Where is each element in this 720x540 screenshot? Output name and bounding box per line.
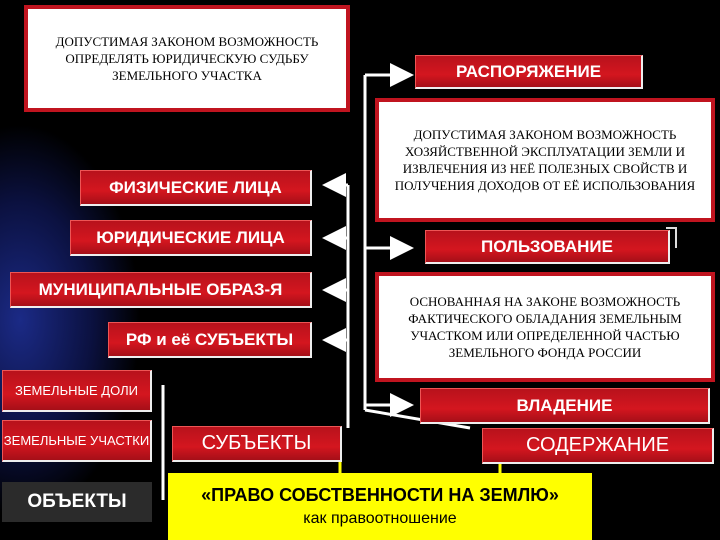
object-land-plots: ЗЕМЕЛЬНЫЕ УЧАСТКИ xyxy=(2,420,152,462)
subjects-label: СУБЪЕКТЫ xyxy=(201,432,312,454)
subject-legal-label: ЮРИДИЧЕСКИЕ ЛИЦА xyxy=(96,227,285,247)
subject-rf-label: РФ и её СУБЪЕКТЫ xyxy=(125,329,294,349)
use-box: ПОЛЬЗОВАНИЕ xyxy=(425,230,670,264)
disposal-description-text: ДОПУСТИМАЯ ЗАКОНОМ ВОЗМОЖНОСТЬ ОПРЕДЕЛЯТ… xyxy=(55,34,319,83)
subject-physical-label: ФИЗИЧЕСКИЕ ЛИЦА xyxy=(109,177,282,197)
subject-municipalities: МУНИЦИПАЛЬНЫЕ ОБРАЗ-Я xyxy=(10,272,312,308)
bottom-title-box: «ПРАВО СОБСТВЕННОСТИ НА ЗЕМЛЮ» как право… xyxy=(168,473,592,540)
content-label-box: СОДЕРЖАНИЕ xyxy=(482,428,714,464)
possession-label: ВЛАДЕНИЕ xyxy=(516,395,613,415)
object-land-shares: ЗЕМЕЛЬНЫЕ ДОЛИ xyxy=(2,370,152,412)
objects-label: ОБЪЕКТЫ xyxy=(27,491,127,512)
subject-physical-persons: ФИЗИЧЕСКИЕ ЛИЦА xyxy=(80,170,312,206)
object-plots-label: ЗЕМЕЛЬНЫЕ УЧАСТКИ xyxy=(3,433,150,448)
possession-box: ВЛАДЕНИЕ xyxy=(420,388,710,424)
use-label: ПОЛЬЗОВАНИЕ xyxy=(481,236,613,256)
use-description-box: ДОПУСТИМАЯ ЗАКОНОМ ВОЗМОЖНОСТЬ ХОЗЯЙСТВЕ… xyxy=(375,98,715,222)
objects-label-box: ОБЪЕКТЫ xyxy=(2,482,152,522)
possession-description-box: ОСНОВАННАЯ НА ЗАКОНЕ ВОЗМОЖНОСТЬ ФАКТИЧЕ… xyxy=(375,272,715,382)
disposal-box: РАСПОРЯЖЕНИЕ xyxy=(415,55,643,89)
subjects-label-box: СУБЪЕКТЫ xyxy=(172,426,342,462)
subject-municipal-label: МУНИЦИПАЛЬНЫЕ ОБРАЗ-Я xyxy=(38,279,283,299)
subject-legal-entities: ЮРИДИЧЕСКИЕ ЛИЦА xyxy=(70,220,312,256)
use-description-text: ДОПУСТИМАЯ ЗАКОНОМ ВОЗМОЖНОСТЬ ХОЗЯЙСТВЕ… xyxy=(394,127,696,193)
subject-rf: РФ и её СУБЪЕКТЫ xyxy=(108,322,312,358)
disposal-description-box: ДОПУСТИМАЯ ЗАКОНОМ ВОЗМОЖНОСТЬ ОПРЕДЕЛЯТ… xyxy=(24,5,350,112)
bottom-subtitle: как правоотношение xyxy=(303,510,457,527)
disposal-label: РАСПОРЯЖЕНИЕ xyxy=(455,61,602,81)
content-label: СОДЕРЖАНИЕ xyxy=(525,434,670,456)
bottom-title: «ПРАВО СОБСТВЕННОСТИ НА ЗЕМЛЮ» xyxy=(201,485,559,505)
object-shares-label: ЗЕМЕЛЬНЫЕ ДОЛИ xyxy=(15,383,138,398)
possession-description-text: ОСНОВАННАЯ НА ЗАКОНЕ ВОЗМОЖНОСТЬ ФАКТИЧЕ… xyxy=(408,294,682,360)
